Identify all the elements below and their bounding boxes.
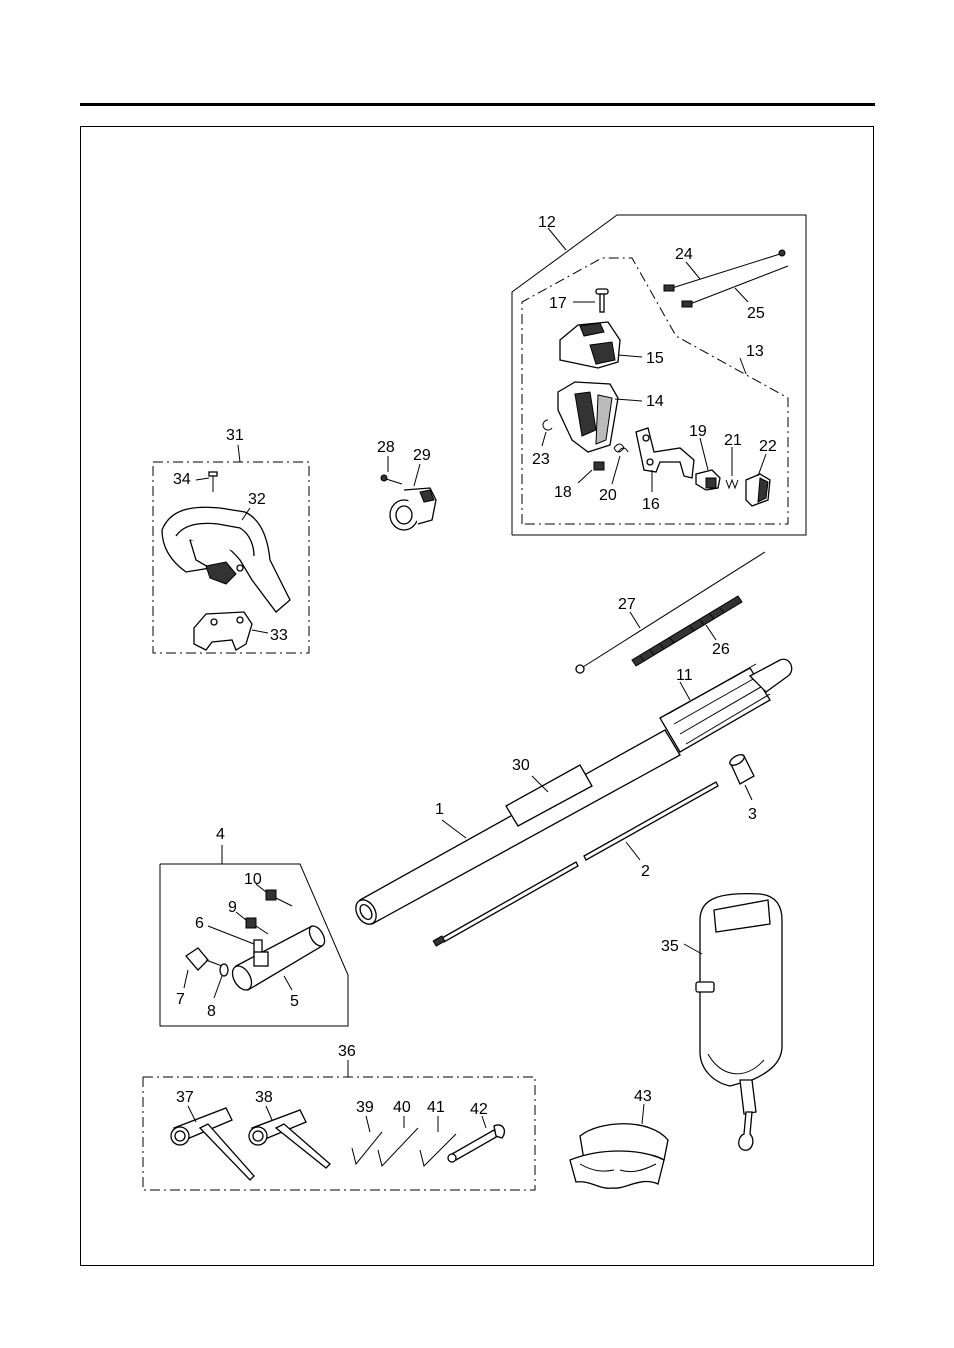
sleeve-3 [728,753,754,800]
callout-1: 1 [435,801,444,818]
callout-22: 22 [759,438,777,455]
callout-15: 15 [646,350,664,367]
harness-35 [684,894,782,1151]
callout-11: 11 [676,667,693,684]
clip-23 [542,420,552,446]
wire-25 [682,266,788,307]
callout-33: 33 [270,627,288,644]
spring-21 [726,447,738,488]
callout-4: 4 [216,826,225,843]
holder-28-29 [381,456,436,530]
block-18 [578,462,604,483]
callout-42: 42 [470,1101,488,1118]
callout-29: 29 [413,447,431,464]
lower-housing-14 [558,382,642,452]
callout-30: 30 [512,757,530,774]
callout-19: 19 [689,423,707,440]
callout-20: 20 [599,487,617,504]
callout-26: 26 [712,641,730,658]
callout-12: 12 [538,214,556,231]
knob-22 [746,454,770,506]
callout-21: 21 [724,432,742,449]
screw-17 [573,289,608,312]
callout-23: 23 [532,451,550,468]
callout-5: 5 [290,993,299,1010]
callout-10: 10 [244,871,262,888]
box-wrench-37 [171,1106,254,1180]
group-tools [143,1060,535,1190]
callout-24: 24 [675,246,693,263]
callout-41: 41 [427,1099,445,1116]
pin-19 [696,438,720,490]
callout-31: 31 [226,427,244,444]
callout-28: 28 [377,439,395,456]
callout-37: 37 [176,1089,194,1106]
callout-35: 35 [661,938,679,955]
callout-9: 9 [228,899,237,916]
callout-25: 25 [747,305,765,322]
callout-18: 18 [554,484,572,501]
callout-34: 34 [173,471,191,488]
callout-43: 43 [634,1088,652,1105]
callout-13: 13 [746,343,764,360]
throttle-lever-16 [636,428,694,492]
callout-6: 6 [195,915,204,932]
callout-32: 32 [248,491,266,508]
upper-housing-15 [560,322,642,368]
callout-40: 40 [393,1099,411,1116]
callout-8: 8 [207,1003,216,1020]
callout-14: 14 [646,393,664,410]
box-wrench-38 [249,1106,330,1168]
callout-3: 3 [748,806,757,823]
goggles-43 [570,1104,668,1188]
callout-36: 36 [338,1043,356,1060]
callout-38: 38 [255,1089,273,1106]
callout-39: 39 [356,1099,374,1116]
spring-20 [612,444,628,484]
callout-2: 2 [641,863,650,880]
callout-27: 27 [618,596,636,613]
callout-16: 16 [642,496,660,513]
callout-17: 17 [549,295,567,312]
inner-cable-27 [576,552,765,673]
callout-7: 7 [176,991,185,1008]
